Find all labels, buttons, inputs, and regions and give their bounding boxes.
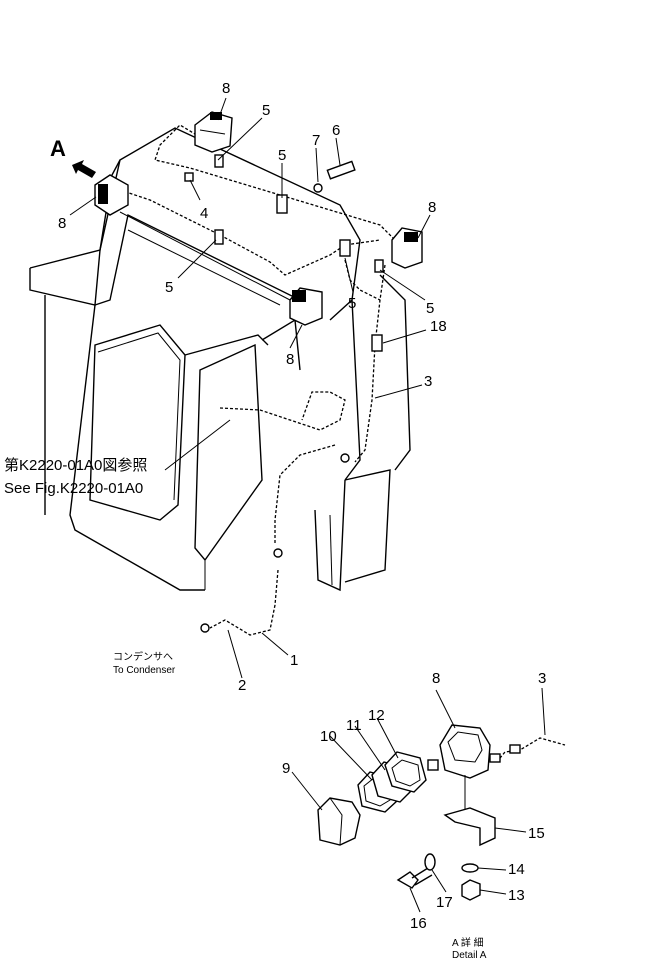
bracket-15: [443, 807, 496, 847]
part-label-3-detail: 3: [538, 670, 546, 687]
harness-routes: [119, 124, 566, 759]
part-label-14: 14: [508, 861, 525, 878]
part-label-4: 4: [200, 205, 208, 222]
part-label-12: 12: [368, 707, 385, 724]
part-label-1: 1: [290, 652, 298, 669]
view-arrow-a: [72, 160, 96, 178]
detail-caption-en: Detail A: [452, 950, 487, 960]
part-label-5-left: 5: [165, 279, 173, 296]
washer-14: [461, 863, 479, 873]
part-label-10: 10: [320, 728, 337, 745]
bolt-16: [396, 871, 419, 889]
part-label-8-left: 8: [58, 215, 66, 232]
part-label-5-right: 5: [426, 300, 434, 317]
part-label-3-main: 3: [424, 373, 432, 390]
detail-caption-jp: A 詳 細: [452, 936, 484, 949]
part-label-9: 9: [282, 760, 290, 777]
washer-17: [424, 853, 436, 871]
part-label-15: 15: [528, 825, 545, 842]
part-label-5-center: 5: [348, 295, 356, 312]
condenser-note-en: To Condenser: [113, 665, 176, 676]
reference-note-en: See Fig.K2220-01A0: [4, 480, 143, 497]
lamp-left: [94, 174, 129, 216]
clamps: [184, 154, 384, 633]
part-label-17: 17: [436, 894, 453, 911]
part-label-6: 6: [332, 122, 340, 139]
labels: A 8 5 5 7 6 4 8 8 5 5 5 8 18 3 1 2 第K222…: [4, 80, 546, 960]
reference-note-jp: 第K2220-01A0図参照: [4, 456, 147, 474]
part-label-5-mid: 5: [278, 147, 286, 164]
lamp-8-detail: [439, 724, 491, 779]
part-label-8-top: 8: [222, 80, 230, 97]
lamp-front: [289, 287, 323, 326]
part-label-7: 7: [312, 132, 320, 149]
part-label-16: 16: [410, 915, 427, 932]
part-label-8-front: 8: [286, 351, 294, 368]
part-label-8-right: 8: [428, 199, 436, 216]
condenser-note-jp: コンデンサへ: [113, 650, 173, 663]
lamp-right: [391, 227, 423, 269]
part-label-5-top: 5: [262, 102, 270, 119]
leader-lines: [69, 97, 546, 913]
lamp-top: [194, 111, 233, 153]
part-label-8-detail: 8: [432, 670, 440, 687]
part-label-11: 11: [346, 717, 362, 734]
nut-13: [461, 879, 481, 901]
part-label-2: 2: [238, 677, 246, 694]
lens-9: [317, 797, 361, 846]
detail-a: [317, 724, 521, 901]
part-label-18: 18: [430, 318, 447, 335]
part-label-13: 13: [508, 887, 525, 904]
cab-body: [29, 127, 411, 592]
view-label: A: [50, 136, 66, 161]
